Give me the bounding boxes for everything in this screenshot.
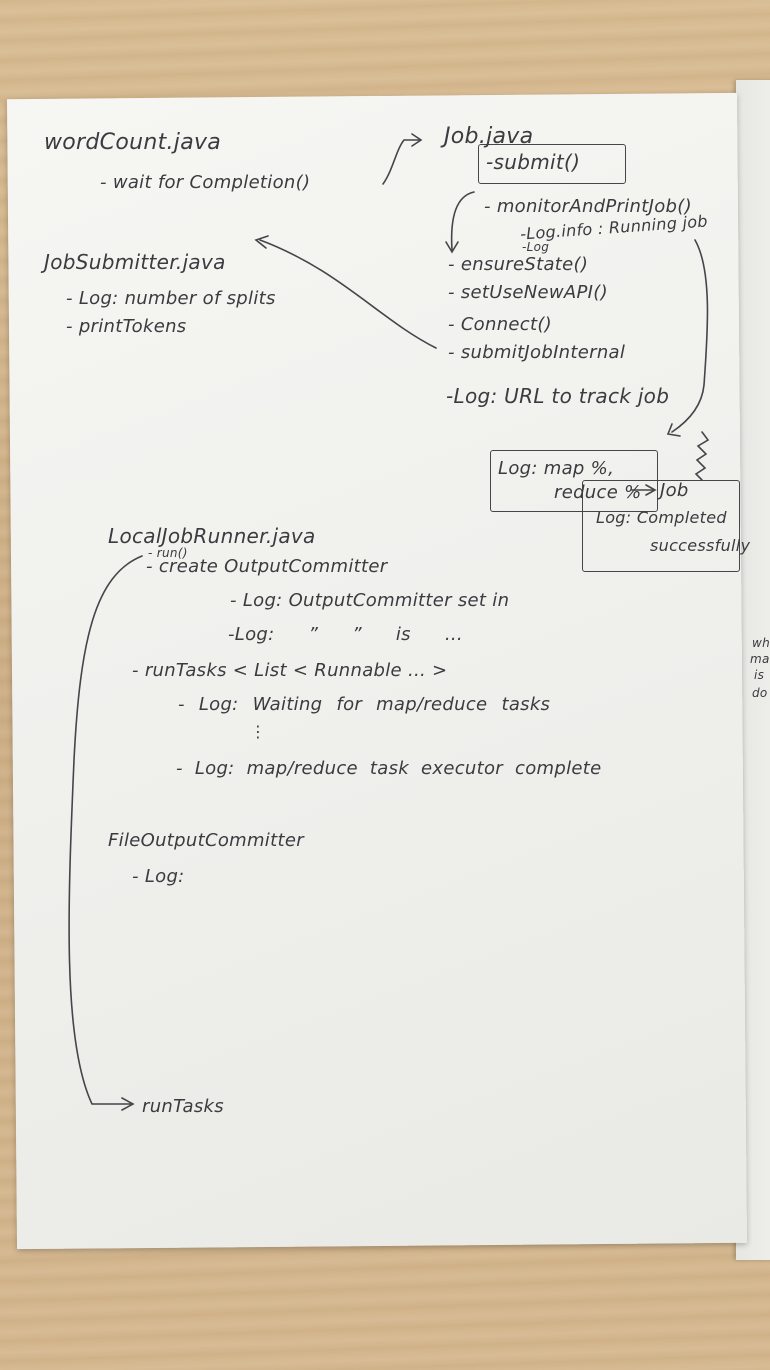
job-log-small: -Log bbox=[522, 240, 550, 254]
runtasks-target: runTasks bbox=[142, 1096, 224, 1117]
wordcount-wait-item: - wait for Completion() bbox=[100, 172, 311, 193]
jobsubmitter-print-tokens: - printTokens bbox=[66, 316, 187, 337]
completed-log-line1: Log: Completed bbox=[596, 508, 727, 527]
localjobrunner-run-tasks: - runTasks < List < Runnable ... > bbox=[132, 660, 448, 681]
arrow-submit-to-ensure bbox=[450, 191, 475, 251]
job-title: Job.java bbox=[444, 124, 534, 149]
arrow-running-to-completed bbox=[671, 239, 709, 433]
job-log-url: -Log: URL to track job bbox=[446, 384, 670, 408]
localjobrunner-log-waiting: - Log: Waiting for map/reduce tasks bbox=[178, 694, 551, 715]
fileoutput-title: FileOutputCommitter bbox=[108, 830, 304, 851]
job-ensure-state: - ensureState() bbox=[448, 254, 589, 275]
completed-job-label: Job bbox=[660, 480, 689, 501]
wordcount-title: wordCount.java bbox=[44, 130, 222, 155]
progress-log-box bbox=[490, 450, 658, 512]
job-connect: - Connect() bbox=[448, 314, 552, 335]
margin-fragment-1: wh bbox=[752, 636, 770, 650]
localjobrunner-log-set-in: - Log: OutputCommitter set in bbox=[230, 590, 510, 611]
arrow-internal-to-jobsubmitter bbox=[259, 239, 437, 349]
localjobrunner-dots: ⋮ bbox=[250, 722, 267, 741]
arrow-runner-to-runtasks bbox=[68, 555, 143, 1105]
localjobrunner-title: LocalJobRunner.java bbox=[108, 524, 316, 548]
localjobrunner-create-committer: - create OutputCommitter bbox=[146, 556, 388, 577]
completed-log-box bbox=[582, 480, 740, 572]
progress-log-line1: Log: map %, bbox=[498, 458, 615, 479]
jobsubmitter-log-splits: - Log: number of splits bbox=[66, 288, 276, 309]
localjobrunner-log-complete: - Log: map/reduce task executor complete bbox=[176, 758, 602, 779]
margin-fragment-3: is bbox=[754, 668, 765, 682]
job-monitor: - monitorAndPrintJob() bbox=[484, 196, 692, 217]
submit-box bbox=[478, 144, 626, 184]
job-submit-job-internal: - submitJobInternal bbox=[448, 342, 626, 363]
job-set-use-new-api: - setUseNewAPI() bbox=[448, 282, 608, 303]
localjobrunner-log-is: -Log: ” ” is ... bbox=[228, 624, 463, 645]
arrow-wordcount-to-job bbox=[382, 139, 421, 185]
margin-fragment-2: ma bbox=[750, 652, 770, 666]
progress-log-line2: reduce % bbox=[554, 482, 642, 503]
job-submit: -submit() bbox=[486, 150, 581, 174]
completed-log-line2: successfully bbox=[650, 536, 751, 555]
localjobrunner-run-small: - run() bbox=[148, 546, 188, 560]
margin-fragment-4: do bbox=[752, 686, 768, 700]
fileoutput-log: - Log: bbox=[132, 866, 185, 887]
jobsubmitter-title: JobSubmitter.java bbox=[44, 250, 226, 274]
